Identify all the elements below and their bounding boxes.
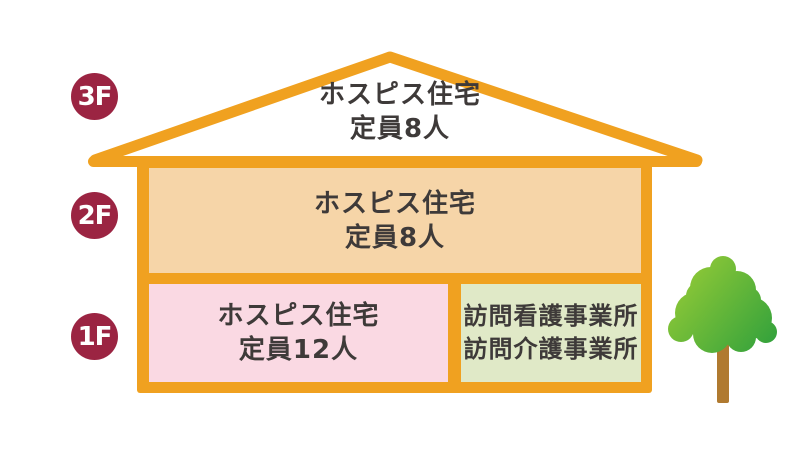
floor-badge-1f: 1F xyxy=(71,313,118,360)
tree-trunk xyxy=(717,336,729,403)
room-label-line: 訪問介護事業所 xyxy=(463,335,639,363)
room-label-line: 定員8人 xyxy=(349,114,451,144)
room-label-line: 定員8人 xyxy=(344,222,446,253)
room-label-line: 訪問看護事業所 xyxy=(463,302,639,330)
roof-room-label: ホスピス住宅 定員8人 xyxy=(240,78,560,146)
room-label-line: ホスピス住宅 xyxy=(318,80,481,110)
floor2-hospice-room: ホスピス住宅 定員8人 xyxy=(149,168,641,273)
floor-badge-2f: 2F xyxy=(71,192,118,239)
room-label-line: 定員12人 xyxy=(238,335,359,365)
tree-crown xyxy=(668,256,777,353)
roof-slope-lines xyxy=(89,51,703,166)
floor1-office-room: 訪問看護事業所 訪問介護事業所 xyxy=(461,284,641,382)
floor1-hospice-room: ホスピス住宅 定員12人 xyxy=(149,284,448,382)
floor-badge-3f: 3F xyxy=(71,73,118,120)
room-label-line: ホスピス住宅 xyxy=(313,188,476,219)
room-label-line: ホスピス住宅 xyxy=(217,301,380,331)
